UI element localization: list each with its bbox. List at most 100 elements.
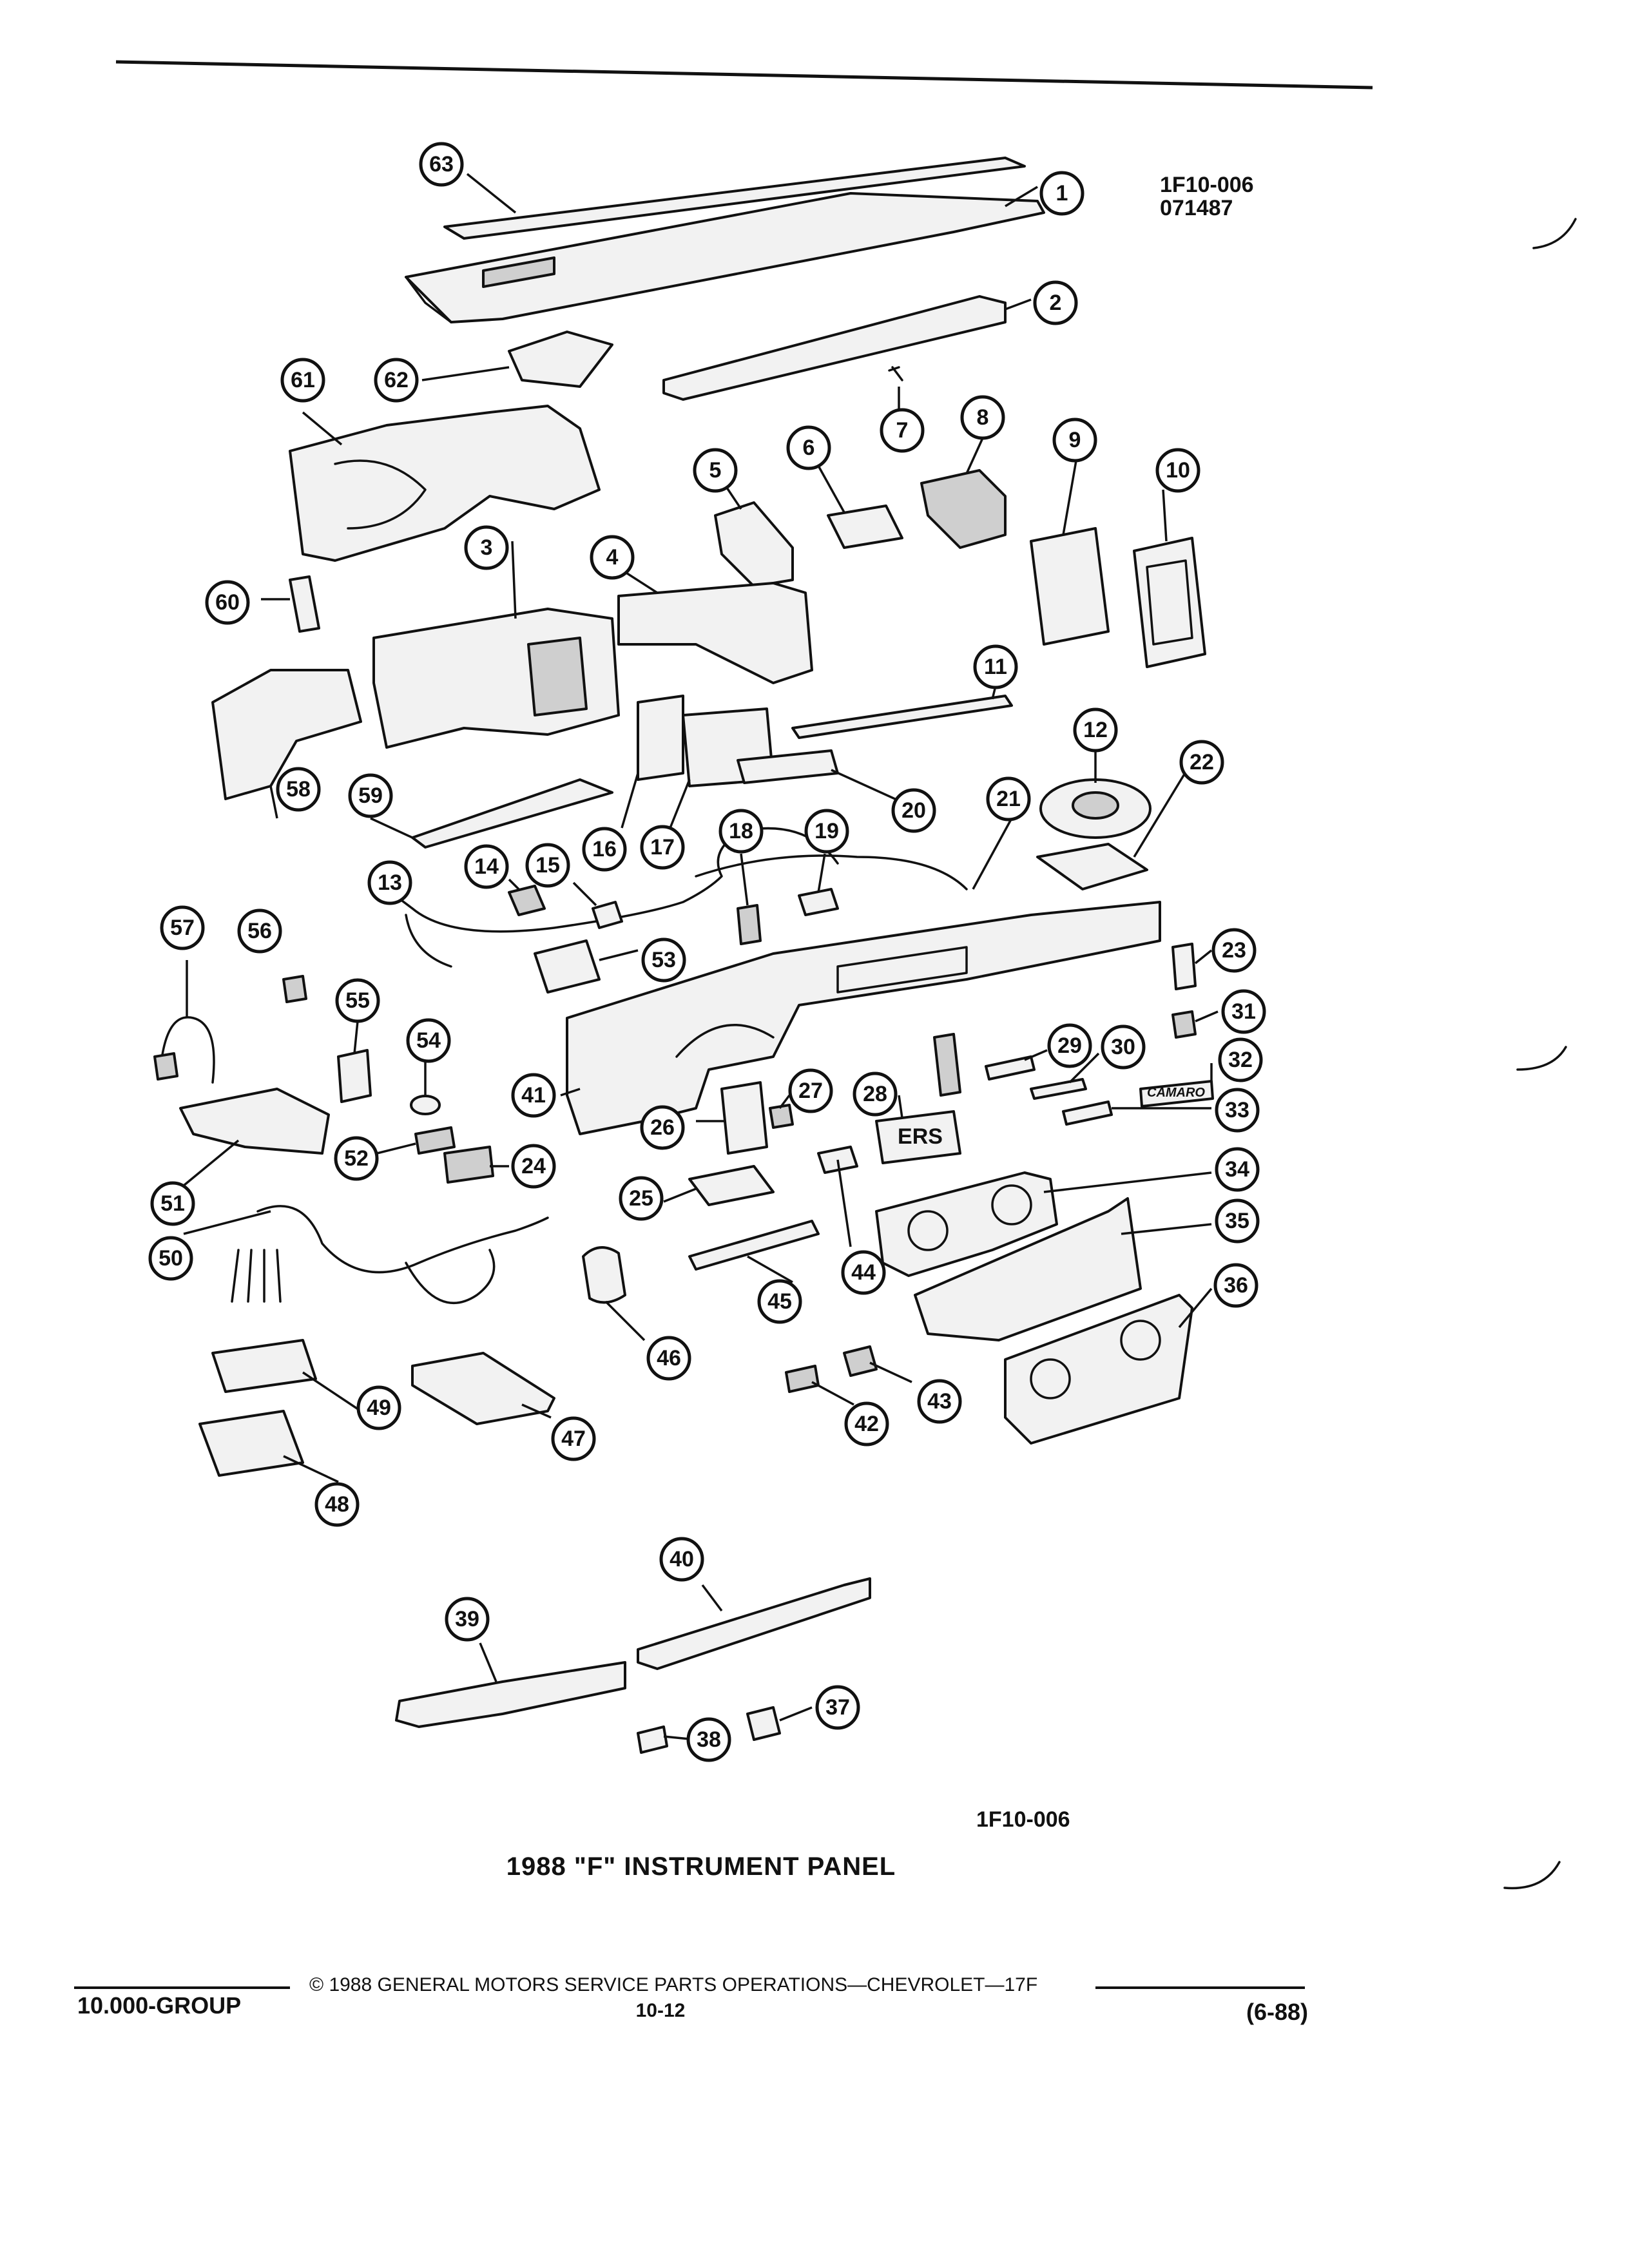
part-12-speaker-cone xyxy=(1072,791,1119,820)
part-51-duct xyxy=(179,1088,330,1155)
part-5-vent-outlet xyxy=(714,501,794,588)
part-45-rail xyxy=(688,1220,820,1271)
callout-3: 3 xyxy=(464,525,509,570)
callout-10: 10 xyxy=(1155,448,1200,493)
callout-13: 13 xyxy=(367,860,412,905)
callout-4: 4 xyxy=(590,535,635,580)
part-55-switch xyxy=(337,1049,372,1103)
svg-text:17: 17 xyxy=(650,835,675,860)
part-16-frame xyxy=(637,695,684,781)
part-38-clip xyxy=(637,1725,668,1754)
svg-text:52: 52 xyxy=(344,1146,369,1171)
svg-text:42: 42 xyxy=(854,1412,879,1436)
svg-text:35: 35 xyxy=(1225,1209,1249,1233)
callout-46: 46 xyxy=(646,1336,691,1381)
svg-text:22: 22 xyxy=(1190,750,1214,774)
header-ref-code: 1F10-006 xyxy=(1160,173,1254,197)
svg-text:16: 16 xyxy=(592,837,617,861)
svg-text:4: 4 xyxy=(606,545,619,570)
callout-30: 30 xyxy=(1101,1024,1146,1070)
svg-text:44: 44 xyxy=(851,1260,876,1285)
svg-text:21: 21 xyxy=(996,787,1021,811)
callout-1: 1 xyxy=(1039,171,1084,216)
callout-41: 41 xyxy=(511,1073,556,1118)
part-57-harness xyxy=(160,1016,215,1084)
callout-63: 63 xyxy=(419,142,464,187)
svg-text:18: 18 xyxy=(729,819,753,843)
svg-text:12: 12 xyxy=(1083,718,1108,742)
part-37-bushing xyxy=(746,1706,781,1741)
part-36-gauge-1 xyxy=(1030,1358,1071,1399)
callout-49: 49 xyxy=(356,1385,401,1430)
part-23-spring xyxy=(1171,943,1197,990)
svg-text:32: 32 xyxy=(1228,1048,1253,1072)
callout-18: 18 xyxy=(718,809,764,854)
callout-20: 20 xyxy=(891,788,936,833)
part-60-vent xyxy=(289,575,320,633)
part-32-badge-text: CAMARO xyxy=(1147,1086,1205,1100)
callout-8: 8 xyxy=(960,395,1005,440)
svg-text:29: 29 xyxy=(1057,1033,1082,1058)
part-34-gauge-1 xyxy=(907,1210,949,1251)
svg-text:23: 23 xyxy=(1222,938,1246,963)
callout-51: 51 xyxy=(150,1181,195,1226)
header-ref-date: 071487 xyxy=(1160,196,1233,220)
callout-57: 57 xyxy=(160,905,205,950)
part-41-carrier xyxy=(566,901,1161,1135)
callout-5: 5 xyxy=(693,448,738,493)
callout-16: 16 xyxy=(582,827,627,872)
svg-text:61: 61 xyxy=(291,368,315,392)
callout-15: 15 xyxy=(525,843,570,888)
svg-text:3: 3 xyxy=(481,535,493,560)
svg-text:10: 10 xyxy=(1166,458,1190,483)
svg-text:45: 45 xyxy=(767,1289,792,1314)
callout-22: 22 xyxy=(1179,740,1224,785)
part-15-bulb xyxy=(592,901,623,929)
callout-48: 48 xyxy=(314,1482,360,1527)
callout-37: 37 xyxy=(815,1685,860,1730)
svg-text:9: 9 xyxy=(1069,428,1081,452)
svg-text:34: 34 xyxy=(1225,1157,1249,1182)
part-36-gauge-2 xyxy=(1120,1320,1161,1361)
callout-36: 36 xyxy=(1213,1263,1258,1308)
callout-55: 55 xyxy=(335,978,380,1023)
part-1-lip xyxy=(405,276,452,323)
footer-page: 10-12 xyxy=(636,2000,686,2021)
part-19-clip xyxy=(798,888,839,916)
part-25-bracket xyxy=(688,1165,775,1206)
callout-23: 23 xyxy=(1211,928,1257,973)
part-47-tray xyxy=(411,1352,555,1425)
callout-7: 7 xyxy=(880,408,925,453)
part-61-detail xyxy=(334,459,427,530)
part-52-relay xyxy=(414,1126,456,1155)
svg-text:27: 27 xyxy=(798,1079,823,1103)
part-1-vent xyxy=(482,256,555,288)
margin-mark-1 xyxy=(1532,218,1577,249)
part-10-detail xyxy=(1146,559,1193,646)
part-24-relay xyxy=(443,1146,494,1184)
callout-19: 19 xyxy=(804,809,849,854)
part-61-carrier xyxy=(289,405,601,562)
part-63-trim-strip xyxy=(443,157,1026,240)
callout-62: 62 xyxy=(374,358,419,403)
svg-text:25: 25 xyxy=(629,1186,653,1211)
part-18-connector xyxy=(737,904,762,945)
svg-text:51: 51 xyxy=(160,1191,185,1216)
part-33-spring xyxy=(1062,1100,1113,1126)
part-42-socket xyxy=(785,1365,820,1393)
part-29-pin xyxy=(985,1055,1036,1081)
part-40-console xyxy=(637,1577,871,1670)
svg-text:56: 56 xyxy=(247,919,272,943)
part-62-bracket xyxy=(508,331,613,388)
callout-28: 28 xyxy=(853,1072,898,1117)
parts-art: CAMARO ERS xyxy=(153,157,1214,1754)
margin-mark-2 xyxy=(1516,1046,1567,1071)
callout-50: 50 xyxy=(148,1236,193,1281)
svg-text:50: 50 xyxy=(159,1246,183,1271)
svg-text:7: 7 xyxy=(896,418,909,443)
part-59-rail xyxy=(411,778,613,849)
svg-text:41: 41 xyxy=(521,1083,546,1108)
svg-text:19: 19 xyxy=(815,819,839,843)
part-2-defrost-duct xyxy=(662,295,1007,401)
callout-39: 39 xyxy=(445,1597,490,1642)
